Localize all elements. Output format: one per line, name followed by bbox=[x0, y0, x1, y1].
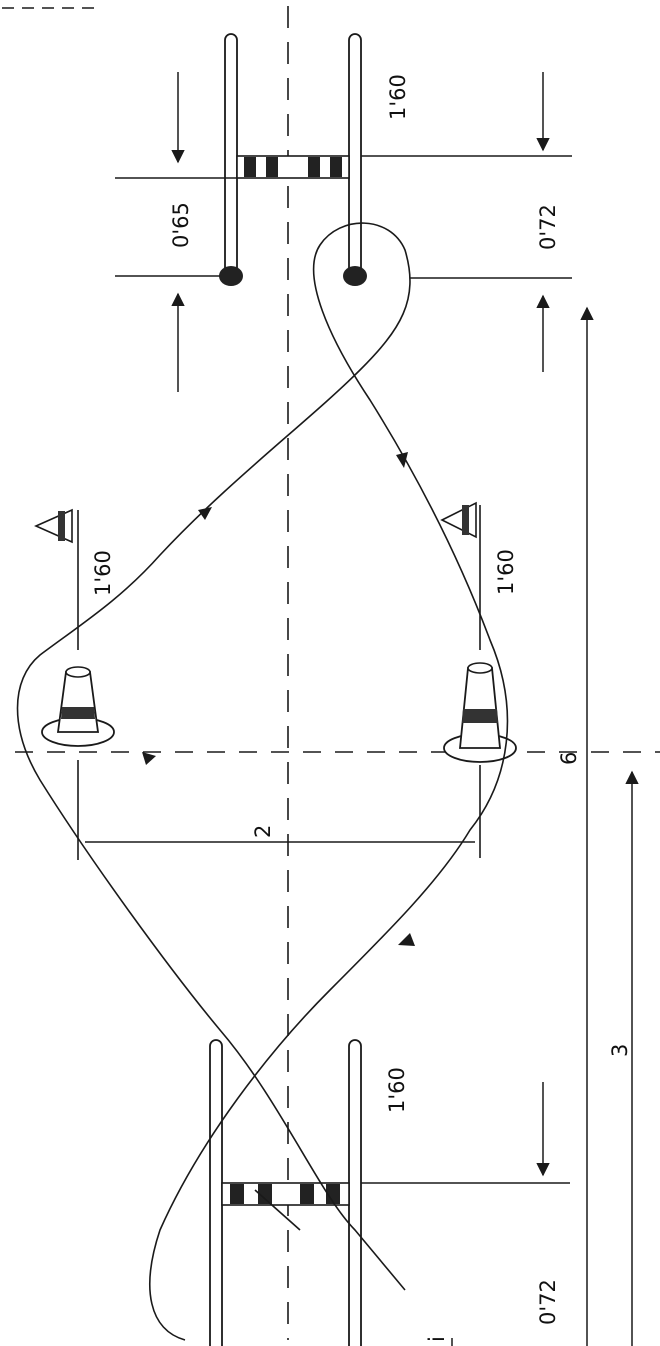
route-path bbox=[16, 222, 509, 1341]
crossbar-icon bbox=[221, 1182, 350, 1206]
pole-base-icon bbox=[219, 266, 243, 286]
label-pole-height-bottom: 1'60 bbox=[385, 1067, 409, 1113]
top-gate bbox=[219, 33, 367, 286]
arrowhead-icon bbox=[198, 507, 212, 520]
arrowhead-icon bbox=[398, 933, 415, 946]
crossbar-icon bbox=[236, 155, 350, 179]
label-gap-top-left: 0'65 bbox=[169, 202, 193, 248]
pole-icon bbox=[348, 33, 362, 275]
pole-base-icon bbox=[343, 266, 367, 286]
label-total-length: 6 bbox=[557, 752, 581, 765]
traffic-cone-icon bbox=[443, 662, 517, 763]
small-cone-icon bbox=[34, 508, 73, 544]
label-cone-height-right: 1'60 bbox=[494, 549, 518, 595]
label-gap-bottom: 0'72 bbox=[536, 1279, 560, 1325]
label-half-length: 3 bbox=[608, 1044, 632, 1057]
label-cone-height-left: 1'60 bbox=[91, 550, 115, 596]
traffic-cone-icon bbox=[41, 666, 115, 747]
label-stray-mark: i bbox=[425, 1336, 449, 1342]
pole-icon bbox=[348, 1039, 362, 1346]
pole-icon bbox=[209, 1039, 223, 1346]
arrowhead-icon bbox=[142, 752, 156, 765]
small-cone-icon bbox=[440, 501, 477, 539]
pole-icon bbox=[224, 33, 238, 275]
label-gap-top-right: 0'72 bbox=[536, 204, 560, 250]
arrowhead-icon bbox=[396, 452, 408, 468]
label-pole-height-top: 1'60 bbox=[386, 74, 410, 120]
bottom-gate bbox=[209, 1039, 362, 1346]
label-cone-spacing: 2 bbox=[251, 825, 275, 838]
